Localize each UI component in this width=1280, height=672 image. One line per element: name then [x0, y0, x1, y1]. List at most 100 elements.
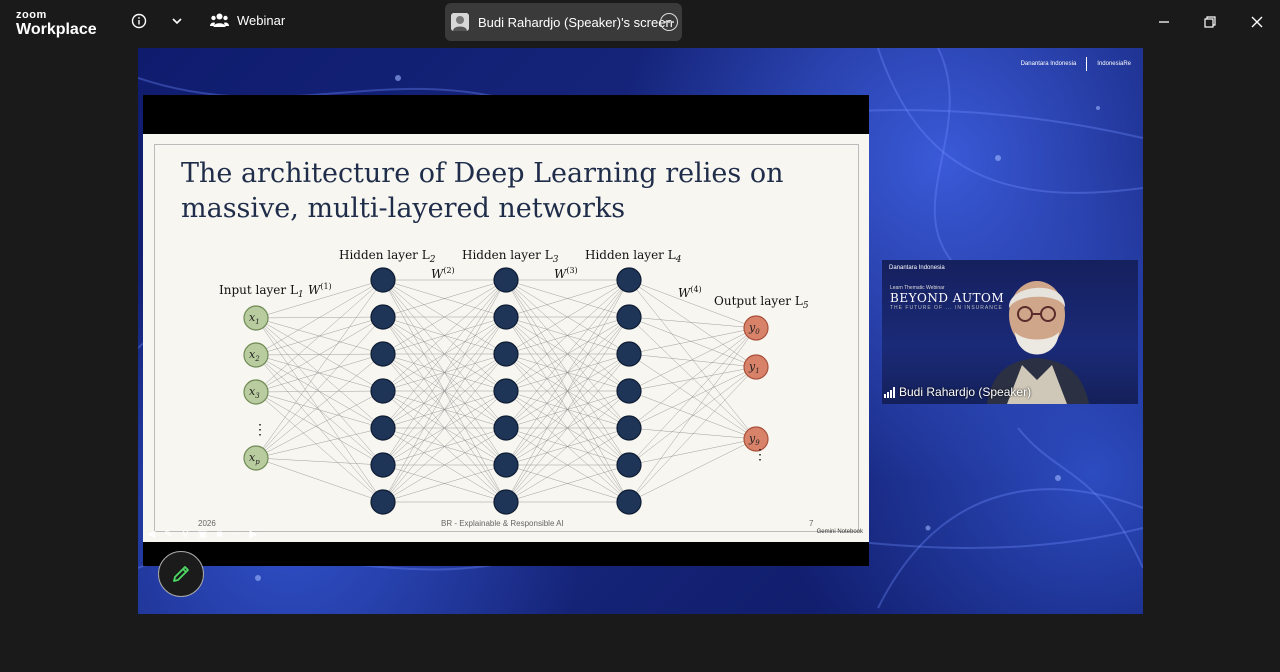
info-icon[interactable]: [130, 12, 148, 30]
output-node: y0: [743, 315, 769, 341]
hidden-node: [493, 378, 519, 404]
output-node-label: y9: [748, 432, 760, 447]
network-edge: [505, 353, 630, 503]
logo-divider: [1086, 57, 1088, 71]
hidden-node: [493, 452, 519, 478]
speaker-figure: [987, 281, 1089, 404]
network-edge: [382, 279, 507, 466]
speaker-video[interactable]: Danantara Indonesia Learn Thematic Webin…: [882, 260, 1138, 404]
hidden-node: [616, 415, 642, 441]
pencil-icon: [173, 566, 189, 582]
network-edge: [505, 279, 630, 503]
network-edge: [255, 353, 384, 393]
network-edge: [382, 279, 507, 318]
back-arrow-icon[interactable]: ◀: [147, 529, 156, 540]
share-label: Budi Rahardjo (Speaker)'s screen: [478, 14, 673, 30]
weight-w1-label: W(1): [308, 282, 332, 297]
input-node-label: xp: [249, 451, 260, 466]
signal-icon: [884, 386, 895, 398]
network-edge: [628, 316, 757, 329]
network-edge: [382, 279, 507, 429]
webinar-menu[interactable]: Webinar: [210, 12, 285, 28]
logo-bottom: Workplace: [16, 21, 97, 38]
more-options-icon[interactable]: [660, 13, 678, 31]
pen-tool-icon[interactable]: ✎: [164, 529, 173, 540]
network-edge: [628, 366, 757, 466]
presenter-avatar: [451, 13, 469, 31]
network-edge: [505, 279, 630, 392]
close-icon[interactable]: [1245, 10, 1269, 34]
network-edge: [628, 327, 757, 392]
hidden-layer-2-label: Hidden layer L2: [339, 248, 436, 265]
zoom-icon[interactable]: ⚲: [181, 529, 190, 540]
hidden-layer-4-label: Hidden layer L4: [585, 248, 682, 265]
forward-arrow-icon[interactable]: ▶: [249, 529, 258, 540]
slide-footer-title: BR - Explainable & Responsible AI: [441, 519, 564, 528]
network-edge: [628, 279, 757, 329]
input-node-label: x1: [249, 311, 260, 326]
input-node: xp: [243, 445, 269, 471]
network-edge: [255, 390, 384, 393]
network-edge: [505, 390, 630, 503]
network-edge: [382, 427, 507, 503]
hidden-node: [616, 267, 642, 293]
output-node: y1: [743, 354, 769, 380]
input-layer-label: Input layer L1: [219, 283, 304, 300]
network-edge: [382, 464, 507, 503]
speaker-bg-subline: THE FUTURE OF ... IN INSURANCE: [890, 305, 1003, 311]
network-edge: [628, 366, 757, 429]
network-edge: [505, 279, 630, 429]
webinar-label: Webinar: [237, 12, 286, 28]
hidden-node: [616, 378, 642, 404]
network-edge: [382, 353, 507, 503]
screen-share-indicator[interactable]: Budi Rahardjo (Speaker)'s screen: [445, 3, 682, 41]
network-edge: [255, 391, 384, 466]
network-edge: [505, 316, 630, 503]
chevron-down-icon[interactable]: [168, 12, 186, 30]
network-edge: [382, 390, 507, 503]
network-edge: [255, 316, 384, 393]
hidden-node: [616, 452, 642, 478]
input-node: x2: [243, 342, 269, 368]
network-edge: [382, 279, 507, 392]
zoom-workplace-logo: zoom Workplace: [16, 10, 97, 39]
hidden-node: [616, 341, 642, 367]
network-edge: [255, 316, 384, 459]
hidden-node: [493, 304, 519, 330]
slide-frame: [154, 144, 859, 532]
annotate-pen-button[interactable]: [158, 551, 204, 597]
sponsor-logos: Danantara Indonesia IndonesiaRe: [1021, 57, 1131, 71]
hidden-node: [370, 489, 396, 515]
hidden-node: [370, 415, 396, 441]
network-edge: [628, 316, 757, 368]
weight-w3-label: W(3): [554, 266, 578, 281]
hidden-node: [493, 415, 519, 441]
speaker-bg-line: Learn Thematic Webinar: [890, 285, 945, 291]
more-icon[interactable]: ⋯: [231, 529, 242, 540]
logo-top: zoom: [16, 9, 47, 21]
network-edge: [505, 279, 630, 355]
restore-icon[interactable]: [1198, 10, 1222, 34]
slide-credit: Gemini Notebook: [816, 529, 863, 535]
output-node: y9: [743, 426, 769, 452]
hidden-node: [370, 304, 396, 330]
weight-w2-label: W(2): [431, 266, 455, 281]
network-edge: [628, 327, 757, 355]
network-edge: [628, 427, 757, 440]
network-edge: [255, 279, 384, 356]
network-edge: [255, 353, 384, 459]
camera-icon[interactable]: ■: [216, 529, 223, 540]
output-node-label: y0: [748, 321, 760, 336]
output-node-label: y1: [748, 360, 760, 375]
network-edges: [255, 279, 757, 503]
network-edge: [255, 391, 384, 503]
network-edge: [255, 427, 384, 459]
network-edge: [382, 279, 507, 503]
network-edge: [628, 366, 757, 503]
speaker-bg-headline: BEYOND AUTOM: [890, 291, 1005, 305]
weight-w4-label: W(4): [678, 285, 702, 300]
speaker-name: Budi Rahardjo (Speaker): [899, 385, 1032, 399]
network-edge: [628, 279, 757, 368]
minimize-icon[interactable]: [1152, 10, 1176, 34]
captions-icon[interactable]: ▣: [197, 529, 208, 540]
